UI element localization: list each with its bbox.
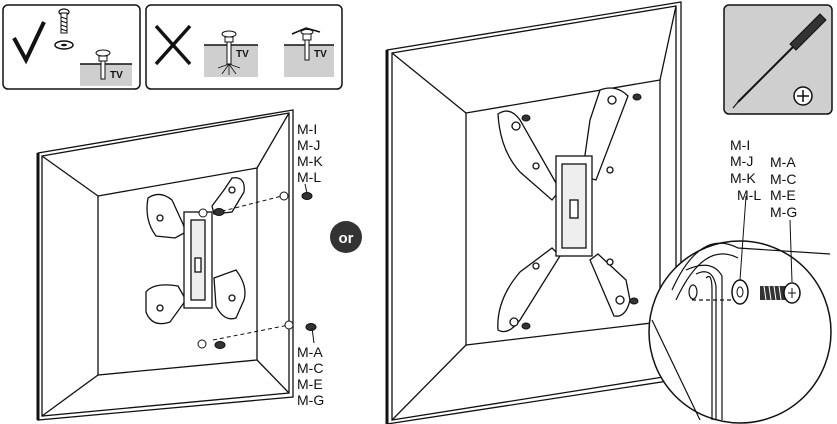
or-badge: or — [330, 221, 362, 253]
screw-icon — [58, 8, 70, 34]
tv-label-3: TV — [314, 49, 327, 60]
checkmark-icon — [12, 21, 46, 65]
right-washer-labels: M-I M-J M-K M-L — [730, 137, 761, 203]
label-m-a: M-A — [297, 344, 323, 360]
tv-panel-overtight-icon: TV — [204, 30, 258, 77]
washer-detail-icon — [731, 279, 749, 305]
label-right-m-i: M-I — [730, 137, 750, 153]
left-bottom-screw-labels: M-A M-C M-E M-G — [297, 344, 324, 408]
label-right-m-g: M-G — [770, 204, 797, 220]
tv-label: TV — [110, 70, 123, 81]
label-right-m-e: M-E — [770, 187, 796, 203]
cross-icon — [154, 24, 192, 66]
label-m-e: M-E — [297, 376, 323, 392]
tool-panel — [723, 4, 833, 115]
phillips-head-icon — [793, 86, 813, 106]
tv-panel-correct-icon: TV — [80, 49, 132, 86]
tv-panel-loose-icon: TV — [284, 27, 334, 77]
detail-magnifier — [648, 195, 832, 424]
label-m-k: M-K — [297, 153, 323, 169]
tv-back-small-mount — [36, 109, 294, 421]
tv-label-2: TV — [236, 49, 249, 60]
wrong-usage-panel: TV TV — [145, 4, 343, 90]
phillips-screwdriver-icon — [732, 13, 827, 109]
or-label: or — [339, 230, 354, 247]
small-mount-bracket — [145, 177, 246, 325]
label-m-j: M-J — [297, 137, 320, 153]
label-right-m-a: M-A — [770, 154, 796, 170]
bolt-detail-icon — [760, 282, 801, 304]
right-bolt-labels: M-A M-C M-E M-G — [770, 154, 797, 220]
large-mount-screws — [521, 93, 642, 330]
label-right-m-k: M-K — [730, 170, 756, 186]
small-mount-screws — [197, 183, 317, 349]
label-right-m-l: M-L — [737, 187, 761, 203]
washer-icon — [54, 40, 74, 50]
label-m-i: M-I — [297, 121, 317, 137]
left-top-screw-labels: M-I M-J M-K M-L — [297, 121, 323, 185]
large-mount-bracket — [497, 87, 631, 333]
label-m-l: M-L — [297, 169, 321, 185]
label-right-m-c: M-C — [770, 171, 796, 187]
correct-usage-panel: TV — [2, 4, 141, 90]
label-m-g: M-G — [297, 392, 324, 408]
label-right-m-j: M-J — [730, 153, 753, 169]
label-m-c: M-C — [297, 360, 323, 376]
tv-back-large-mount — [385, 1, 682, 424]
